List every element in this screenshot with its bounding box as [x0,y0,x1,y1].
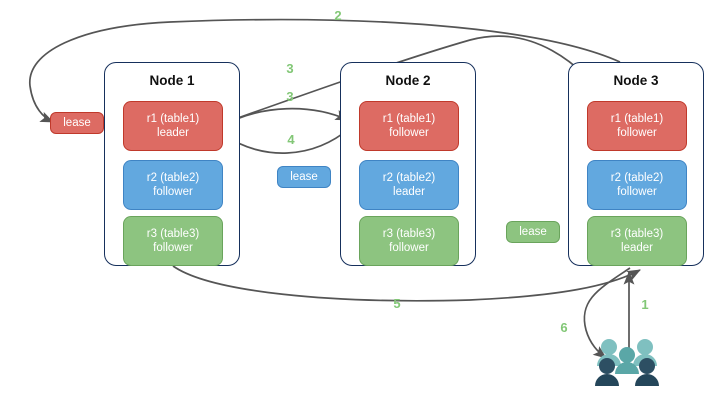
lease-badge-r2[interactable]: lease [277,166,331,188]
replica-role: follower [389,242,429,254]
replica-role: follower [389,127,429,139]
replica-name: r3 (table3) [146,228,200,240]
replica-role: leader [621,242,653,254]
replica-node2-r2[interactable]: r2 (table2) leader [359,160,459,210]
replica-node1-r1[interactable]: r1 (table1) leader [123,101,223,151]
step-label-4: 4 [287,132,295,147]
users-icon[interactable] [592,336,662,392]
step-label-3-lower: 3 [286,89,294,104]
step-label-1: 1 [641,297,649,312]
lease-badge-r1[interactable]: lease [50,112,104,134]
arrow-step-5 [172,265,641,302]
node-title-node1: Node 1 [149,73,195,88]
replica-role: follower [617,127,657,139]
replica-node3-r2[interactable]: r2 (table2) follower [587,160,687,210]
replica-name: r3 (table3) [382,228,436,240]
replica-node2-r3[interactable]: r3 (table3) follower [359,216,459,266]
replica-node3-r1[interactable]: r1 (table1) follower [587,101,687,151]
replica-role: follower [153,186,193,198]
step-label-5: 5 [393,296,401,311]
node-box-node1[interactable]: Node 1 r1 (table1) leader r2 (table2) fo… [104,62,240,266]
step-label-2: 2 [334,8,342,23]
replica-name: r1 (table1) [382,113,436,125]
arrow-step-2 [29,18,621,123]
replica-name: r3 (table3) [610,228,664,240]
node-title-node3: Node 3 [613,73,659,88]
step-label-6: 6 [560,320,568,335]
arrow-step-6 [583,267,631,359]
replica-name: r2 (table2) [382,172,436,184]
replica-name: r1 (table1) [146,113,200,125]
replica-role: leader [393,186,425,198]
node-box-node3[interactable]: Node 3 r1 (table1) follower r2 (table2) … [568,62,704,266]
node-title-node2: Node 2 [385,73,431,88]
lease-badge-r3[interactable]: lease [506,221,560,243]
replica-node1-r2[interactable]: r2 (table2) follower [123,160,223,210]
replica-role: follower [617,186,657,198]
arrow-step-3-node2 [221,107,349,127]
replica-name: r2 (table2) [610,172,664,184]
node-box-node2[interactable]: Node 2 r1 (table1) follower r2 (table2) … [340,62,476,266]
replica-role: leader [157,127,189,139]
replica-name: r2 (table2) [146,172,200,184]
replica-node1-r3[interactable]: r3 (table3) follower [123,216,223,266]
replica-node2-r1[interactable]: r1 (table1) follower [359,101,459,151]
replica-node3-r3[interactable]: r3 (table3) leader [587,216,687,266]
step-label-3-upper: 3 [286,61,294,76]
replica-name: r1 (table1) [610,113,664,125]
replica-role: follower [153,242,193,254]
